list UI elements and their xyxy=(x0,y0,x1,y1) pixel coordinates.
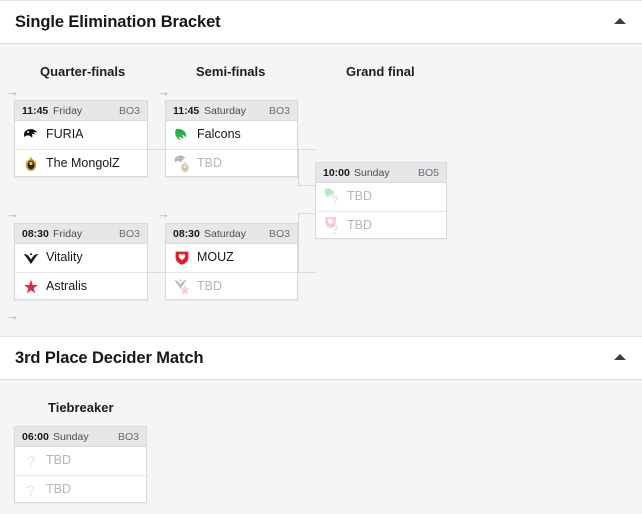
team-name: TBD xyxy=(197,279,222,293)
astralis-logo xyxy=(22,278,40,296)
bracket-body: Quarter-finals Semi-finals Grand final →… xyxy=(0,44,642,336)
svg-text:?: ? xyxy=(26,454,36,471)
bracket-connector xyxy=(148,272,165,273)
team-name: TBD xyxy=(347,189,372,203)
svg-text:?: ? xyxy=(331,194,338,207)
match-time: 11:45 xyxy=(173,105,200,117)
team-row[interactable]: ? TBD xyxy=(316,183,446,211)
bracket-connector xyxy=(148,149,165,150)
round-label-semi-finals: Semi-finals xyxy=(196,64,266,79)
bracket-connector xyxy=(298,149,315,150)
match-time: 11:45 xyxy=(22,105,49,117)
falcons-logo xyxy=(173,126,191,144)
furia-logo xyxy=(22,126,40,144)
team-row[interactable]: ? TBD xyxy=(316,211,446,238)
team-row[interactable]: Astralis xyxy=(15,272,147,299)
match-day: Friday xyxy=(53,105,83,117)
match-time: 08:30 xyxy=(173,228,200,240)
tiebreaker-body: Tiebreaker 06:00 Sunday BO3 ? TBD xyxy=(0,380,642,514)
team-row[interactable]: Falcons xyxy=(166,121,297,149)
match-day: Saturday xyxy=(204,228,247,240)
match-card-qf2[interactable]: 08:30 Friday BO3 Vitality xyxy=(14,223,148,300)
team-row[interactable]: MOUZ xyxy=(166,244,297,272)
match-card-tiebreaker[interactable]: 06:00 Sunday BO3 ? TBD ? xyxy=(14,426,147,503)
chevron-up-icon[interactable] xyxy=(614,354,626,360)
question-icon: ? xyxy=(22,452,40,471)
match-format: BO3 xyxy=(118,228,140,240)
match-format: BO5 xyxy=(417,167,439,179)
match-card-sf1[interactable]: 11:45 Saturday BO3 Falcons xyxy=(165,100,298,177)
panel-single-elimination: Single Elimination Bracket Quarter-final… xyxy=(0,0,642,336)
match-header: 08:30 Saturday BO3 xyxy=(166,224,297,244)
match-card-sf2[interactable]: 08:30 Saturday BO3 MOUZ xyxy=(165,223,298,300)
round-label-grand-final: Grand final xyxy=(346,64,415,79)
match-format: BO3 xyxy=(118,105,140,117)
team-row[interactable]: Vitality xyxy=(15,244,147,272)
match-time: 08:30 xyxy=(22,228,49,240)
team-row[interactable]: The MongolZ xyxy=(15,149,147,176)
match-day: Friday xyxy=(53,228,83,240)
match-time: 10:00 xyxy=(323,167,350,179)
match-day: Saturday xyxy=(204,105,247,117)
bracket-connector xyxy=(298,272,315,273)
match-day: Sunday xyxy=(354,167,390,179)
team-name: TBD xyxy=(197,156,222,170)
question-icon: ? xyxy=(22,481,40,500)
team-row[interactable]: TBD xyxy=(166,149,297,176)
round-label-quarter-finals: Quarter-finals xyxy=(40,64,126,79)
match-header: 08:30 Friday BO3 xyxy=(15,224,147,244)
match-header: 11:45 Saturday BO3 xyxy=(166,101,297,121)
match-card-grand-final[interactable]: 10:00 Sunday BO5 ? xyxy=(315,162,447,239)
vitality-logo xyxy=(22,249,40,267)
panel-header-single-elimination[interactable]: Single Elimination Bracket xyxy=(0,0,642,44)
mongolz-logo xyxy=(22,155,40,173)
match-card-qf1[interactable]: 11:45 Friday BO3 FURIA xyxy=(14,100,148,177)
match-format: BO3 xyxy=(268,228,290,240)
team-name: The MongolZ xyxy=(46,156,120,170)
team-row[interactable]: TBD xyxy=(166,272,297,299)
svg-text:?: ? xyxy=(331,223,338,236)
match-header: 11:45 Friday BO3 xyxy=(15,101,147,121)
team-name: Astralis xyxy=(46,279,87,293)
team-row[interactable]: ? TBD xyxy=(15,475,146,502)
panel-third-place: 3rd Place Decider Match Tiebreaker 06:00… xyxy=(0,336,642,514)
match-time: 06:00 xyxy=(22,431,49,443)
feed-arrow-icon: → xyxy=(157,84,170,99)
match-header: 06:00 Sunday BO3 xyxy=(15,427,146,447)
page-title: Single Elimination Bracket xyxy=(15,13,221,31)
bracket-connector xyxy=(298,213,315,214)
team-name: FURIA xyxy=(46,127,84,141)
feed-arrow-icon: → xyxy=(6,206,19,221)
feed-arrow-icon: → xyxy=(6,84,19,99)
bracket-connector xyxy=(298,185,315,186)
team-name: Vitality xyxy=(46,250,83,264)
mouz-logo xyxy=(173,249,191,267)
team-name: TBD xyxy=(46,482,71,496)
round-label-tiebreaker: Tiebreaker xyxy=(48,400,114,415)
match-format: BO3 xyxy=(268,105,290,117)
match-header: 10:00 Sunday BO5 xyxy=(316,163,446,183)
match-day: Sunday xyxy=(53,431,89,443)
team-name: Falcons xyxy=(197,127,241,141)
page-title: 3rd Place Decider Match xyxy=(15,349,204,367)
svg-text:?: ? xyxy=(26,483,36,500)
falcons-question-stack-icon: ? xyxy=(323,186,345,208)
feed-arrow-icon: → xyxy=(6,308,19,323)
mouz-question-stack-icon: ? xyxy=(323,215,345,237)
feed-arrow-icon: → xyxy=(157,206,170,221)
vitality-astralis-stack-icon xyxy=(173,276,195,298)
team-name: MOUZ xyxy=(197,250,234,264)
bracket-connector xyxy=(298,149,299,185)
team-name: TBD xyxy=(347,218,372,232)
team-row[interactable]: FURIA xyxy=(15,121,147,149)
bracket-connector xyxy=(298,213,299,272)
team-name: TBD xyxy=(46,453,71,467)
furia-mongolz-stack-icon xyxy=(173,153,195,175)
team-row[interactable]: ? TBD xyxy=(15,447,146,475)
panel-header-third-place[interactable]: 3rd Place Decider Match xyxy=(0,336,642,380)
match-format: BO3 xyxy=(117,431,139,443)
chevron-up-icon[interactable] xyxy=(614,18,626,24)
